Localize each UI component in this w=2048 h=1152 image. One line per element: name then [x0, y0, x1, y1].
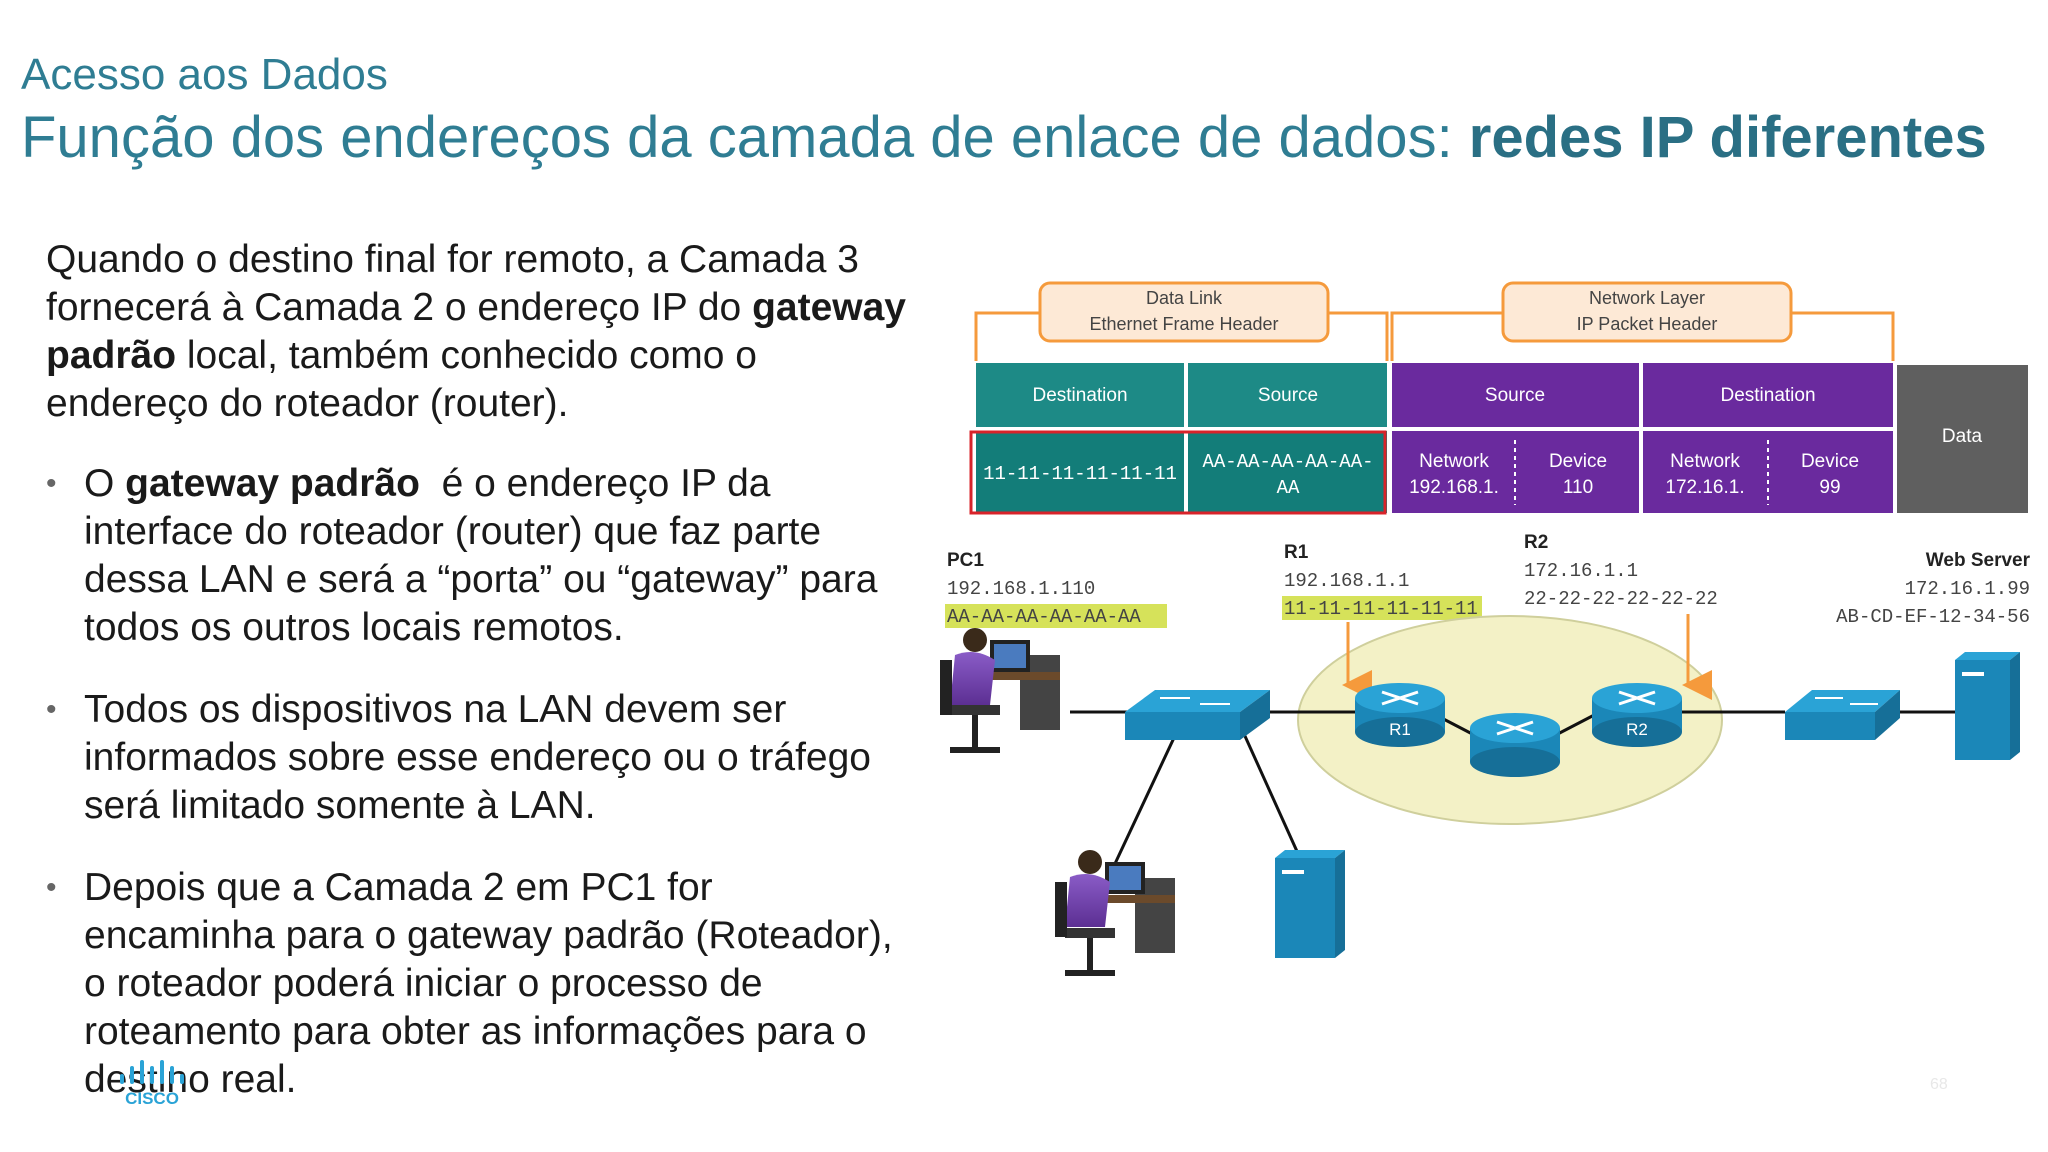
- pc1-ip: 192.168.1.110: [947, 578, 1095, 600]
- title-bold: redes IP diferentes: [1468, 105, 1987, 170]
- cell-destination-header: [976, 363, 1184, 427]
- network-line2: IP Packet Header: [1577, 314, 1718, 334]
- switch-left-icon: [1125, 690, 1270, 740]
- mac-src-value-1: AA-AA-AA-AA-AA-: [1202, 451, 1373, 473]
- ws-mac: AB-CD-EF-12-34-56: [1836, 606, 2030, 628]
- cell-data: [1897, 365, 2028, 513]
- dst-device-value: 99: [1819, 477, 1840, 498]
- bullet-1: • O gateway padrão é o endereço IP da int…: [46, 460, 906, 652]
- header-destination: Destination: [1032, 385, 1127, 406]
- mac-src-value-2: AA: [1277, 477, 1300, 499]
- r1-ip: 192.168.1.1: [1284, 570, 1409, 592]
- cell-mac-dest: [976, 431, 1184, 513]
- datalink-line1: Data Link: [1146, 288, 1223, 308]
- intro-text-2: local, também conhecido como o endereço …: [46, 334, 757, 425]
- router-middle-icon: [1470, 713, 1560, 777]
- intro-paragraph: Quando o destino final for remoto, a Cam…: [46, 236, 906, 428]
- network-line1: Network Layer: [1589, 288, 1705, 308]
- pc2-workstation-icon: [1055, 850, 1175, 976]
- header-data: Data: [1942, 426, 1983, 447]
- cell-ip-source-header: [1392, 363, 1639, 427]
- src-network-label: Network: [1419, 451, 1489, 472]
- pc1-mac: AA-AA-AA-AA-AA-AA: [947, 606, 1141, 628]
- bullet-1-bold: gateway padrão: [125, 462, 420, 505]
- title-regular: Função dos endereços da camada de enlace…: [21, 105, 1469, 170]
- r2-name: R2: [1524, 532, 1548, 553]
- router-r1-label: R1: [1389, 720, 1411, 739]
- body-text: Quando o destino final for remoto, a Cam…: [46, 236, 906, 1138]
- intro-text-1: Quando o destino final for remoto, a Cam…: [46, 238, 859, 329]
- header-ip-source: Source: [1485, 385, 1545, 406]
- bullet-2-text: Todos os dispositivos na LAN devem ser i…: [84, 688, 871, 827]
- cell-source-header: [1188, 363, 1387, 427]
- web-server-icon: [1955, 652, 2020, 760]
- dst-network-value: 172.16.1.: [1665, 477, 1744, 498]
- bullet-2: • Todos os dispositivos na LAN devem ser …: [46, 686, 906, 830]
- mac-dest-value: 11-11-11-11-11-11: [983, 463, 1177, 485]
- frame-header-highlight-box: [969, 430, 1387, 515]
- header-ip-destination: Destination: [1720, 385, 1815, 406]
- datalink-line2: Ethernet Frame Header: [1089, 314, 1278, 334]
- network-label-box: [1501, 281, 1793, 343]
- local-server-icon: [1275, 850, 1345, 958]
- dst-network-label: Network: [1670, 451, 1740, 472]
- cisco-logo-text: CISCO: [125, 1089, 179, 1108]
- src-device-value: 110: [1563, 477, 1593, 498]
- pc1-mac-highlight: [945, 604, 1167, 628]
- r1-mac: 11-11-11-11-11-11: [1284, 598, 1478, 620]
- page-number: 68: [1930, 1076, 1948, 1093]
- slide-subtitle: Acesso aos Dados: [21, 50, 388, 99]
- r1-mac-highlight: [1282, 596, 1482, 620]
- bullet-1-text-a: O: [84, 462, 126, 505]
- slide-title: Função dos endereços da camada de enlace…: [21, 104, 1987, 171]
- cisco-logo-bars-icon: CISCO: [120, 1060, 184, 1108]
- bullet-dot-icon: •: [46, 467, 57, 500]
- pc1-workstation-icon: [940, 628, 1060, 753]
- cell-ip-destination-header: [1643, 363, 1893, 427]
- cisco-logo: CISCO: [118, 1058, 188, 1115]
- cell-mac-src: [1188, 431, 1387, 513]
- header-source: Source: [1258, 385, 1318, 406]
- bullet-1-text-b: é o endereço IP da interface do roteador…: [84, 462, 889, 649]
- ws-ip: 172.16.1.99: [1905, 578, 2030, 600]
- r1-name: R1: [1284, 542, 1309, 563]
- ws-name: Web Server: [1926, 550, 2031, 571]
- bullet-dot-icon: •: [46, 871, 57, 904]
- router-r2-icon: R2: [1592, 683, 1682, 747]
- src-network-value: 192.168.1.: [1409, 477, 1499, 498]
- bullet-3: • Depois que a Camada 2 em PC1 for encami…: [46, 864, 906, 1104]
- src-device-label: Device: [1549, 451, 1607, 472]
- bullet-3-text: Depois que a Camada 2 em PC1 for encamin…: [84, 866, 893, 1101]
- datalink-label-box: [1038, 281, 1330, 343]
- switch-right-icon: [1785, 690, 1900, 740]
- router-r1-icon: R1: [1355, 683, 1445, 747]
- router-r2-label: R2: [1626, 720, 1648, 739]
- pc1-name: PC1: [947, 550, 984, 571]
- bullet-dot-icon: •: [46, 693, 57, 726]
- dst-device-label: Device: [1801, 451, 1859, 472]
- r2-ip: 172.16.1.1: [1524, 560, 1638, 582]
- intro-bold: gateway padrão: [46, 286, 906, 377]
- r2-mac: 22-22-22-22-22-22: [1524, 588, 1718, 610]
